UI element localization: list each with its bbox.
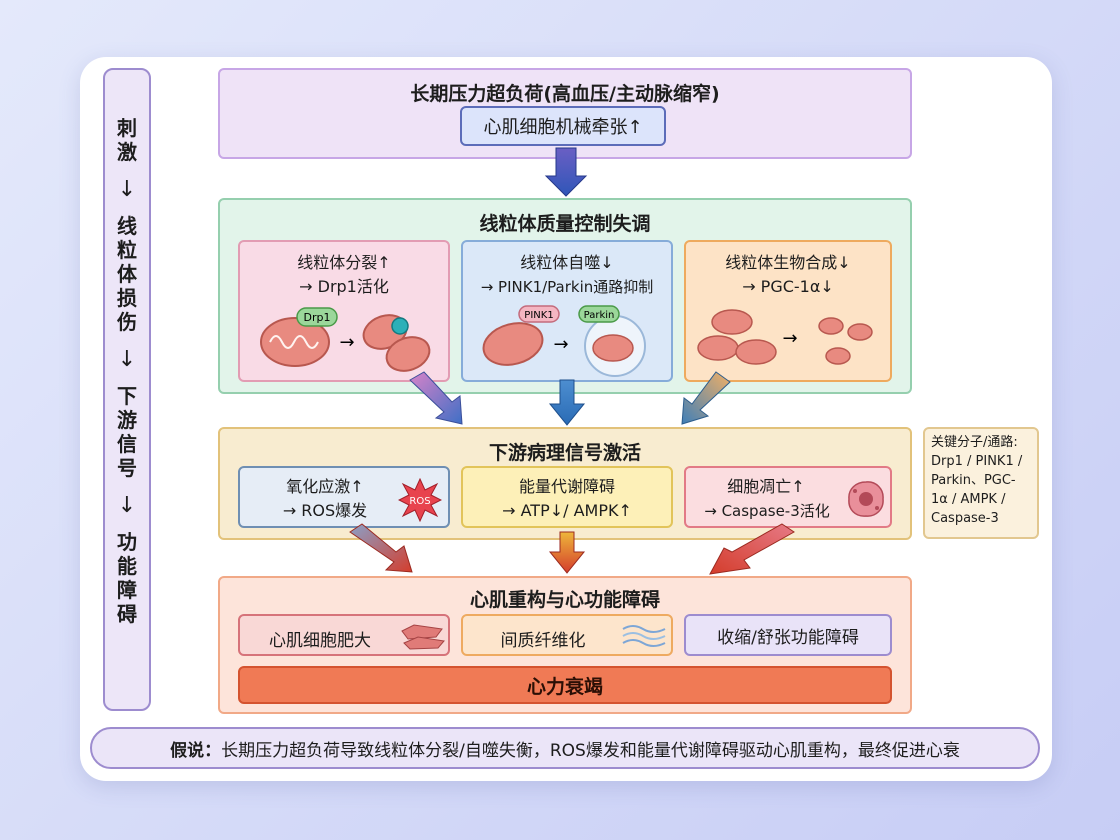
autophagy-illustration: PINK1 → Parkin (482, 305, 646, 377)
cardiomyocyte-icon (401, 624, 445, 650)
stage-dysfunction-label: 功能障碍 (117, 530, 137, 626)
ros-burst-icon: ROS (398, 478, 442, 522)
autophagy-line2: → PINK1/Parkin通路抑制 (480, 278, 654, 296)
autophagy-box: 线粒体自噬↓ → PINK1/Parkin通路抑制 PINK1 → Parkin (461, 240, 673, 382)
arrow-glyph: → (339, 332, 354, 353)
mito-icon (735, 339, 777, 365)
drp1-tag-text: Drp1 (304, 311, 331, 324)
stage-sidebar: 刺激 ↓ 线粒体损伤 ↓ 下游信号 ↓ 功能障碍 (103, 68, 151, 711)
apoptosis-box: 细胞凋亡↑ → Caspase-3活化 (684, 466, 892, 528)
stretch-chip: 心肌细胞机械牵张↑ (460, 106, 666, 146)
mito-small-icon (847, 323, 873, 341)
oxidative-line2: → ROS爆发 (282, 501, 368, 520)
mito-small-icon (818, 317, 844, 335)
mito-small-icon (825, 347, 851, 365)
arrow-glyph: → (553, 334, 568, 355)
signal-section-title: 下游病理信号激活 (488, 442, 641, 464)
fibrosis-label: 间质纤维化 (500, 631, 586, 651)
mito-icon (711, 309, 753, 335)
fission-line1: 线粒体分裂↑ (297, 253, 391, 272)
hypothesis-label: 假说： (170, 740, 222, 761)
apoptosis-line2: → Caspase-3活化 (704, 502, 830, 520)
fibrosis-icon (622, 625, 666, 647)
biogenesis-illustration: → (697, 309, 873, 365)
oxidative-stress-box: 氧化应激↑ → ROS爆发 ROS (238, 466, 450, 528)
stimulus-title: 长期压力超负荷(高血压/主动脉缩窄) (410, 83, 720, 105)
apoptosis-line1: 细胞凋亡↑ (727, 477, 805, 496)
hypertrophy-label: 心肌细胞肥大 (269, 631, 371, 651)
fibrosis-box: 间质纤维化 (461, 614, 673, 656)
stage-arrow: ↓ (117, 493, 137, 518)
mito-icon (697, 335, 739, 361)
stage-mito-label: 线粒体损伤 (117, 214, 137, 334)
fission-box: 线粒体分裂↑ → Drp1活化 Drp1 → (238, 240, 450, 382)
drp1-ring-icon (391, 317, 409, 335)
biogenesis-box: 线粒体生物合成↓ → PGC-1α↓ → (684, 240, 892, 382)
parkin-tag-text: Parkin (584, 310, 615, 321)
mito-engulfed-icon (592, 334, 634, 362)
mito-section-title: 线粒体质量控制失调 (479, 213, 651, 235)
mito-fragment-icon (385, 336, 431, 372)
hypertrophy-box: 心肌细胞肥大 (238, 614, 450, 656)
ros-badge-text: ROS (409, 496, 430, 507)
stage-signal-label: 下游信号 (117, 384, 137, 480)
heart-failure-box: 心力衰竭 (238, 666, 892, 704)
mito-icon (482, 322, 544, 366)
autophagy-line1: 线粒体自噬↓ (520, 253, 614, 272)
parkin-tag (578, 305, 620, 323)
energy-line1: 能量代谢障碍 (518, 477, 615, 496)
stage-arrow: ↓ (117, 177, 137, 202)
energy-line2: → ATP↓/ AMPK↑ (502, 501, 632, 520)
pink1-tag (518, 305, 560, 323)
stage-stimulus-label: 刺激 (117, 116, 137, 164)
hypothesis-text: 长期压力超负荷导致线粒体分裂/自噬失衡，ROS爆发和能量代谢障碍驱动心肌重构，最… (221, 740, 960, 761)
fission-line2: → Drp1活化 (299, 277, 389, 296)
pink1-tag-text: PINK1 (524, 310, 553, 321)
apoptotic-cell-icon (848, 481, 884, 517)
dysfunction-box: 收缩/舒张功能障碍 (684, 614, 892, 656)
biogenesis-line2: → PGC-1α↓ (742, 277, 834, 296)
remodel-section-title: 心肌重构与心功能障碍 (469, 589, 660, 611)
drp1-tag (296, 307, 338, 327)
fission-illustration: Drp1 → (260, 307, 431, 372)
oxidative-line1: 氧化应激↑ (286, 477, 364, 496)
key-molecules-note: 关键分子/通路: Drp1 / PINK1 / Parkin、PGC-1α / … (923, 427, 1039, 539)
energy-metabolism-box: 能量代谢障碍 → ATP↓/ AMPK↑ (461, 466, 673, 528)
arrow-glyph: → (782, 328, 797, 349)
biogenesis-line1: 线粒体生物合成↓ (725, 253, 851, 272)
stage-arrow: ↓ (117, 347, 137, 372)
hypothesis-bar: 假说： 长期压力超负荷导致线粒体分裂/自噬失衡，ROS爆发和能量代谢障碍驱动心肌… (90, 727, 1040, 769)
